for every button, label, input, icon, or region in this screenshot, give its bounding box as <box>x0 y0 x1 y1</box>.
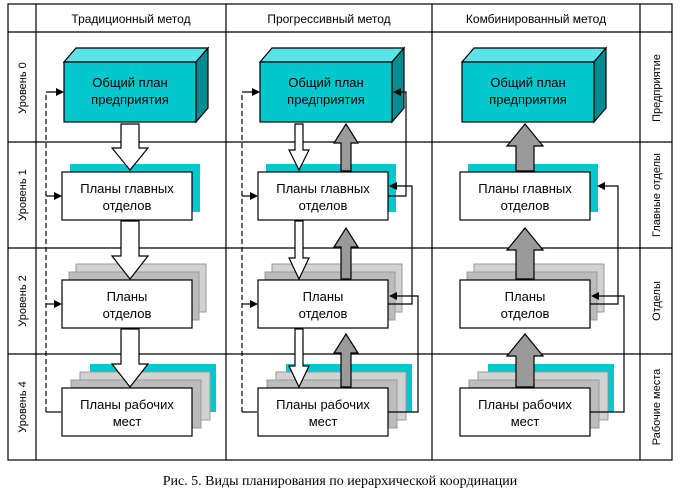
level-label-4: Уровень 4 <box>17 381 29 433</box>
header-combined: Комбинированный метод <box>466 12 606 26</box>
box-text: Планы <box>505 289 546 304</box>
main-dept-box-traditional: Планы главных отделов <box>61 164 200 221</box>
enterprise-box-combined: Общий план предприятия <box>460 46 608 124</box>
workplace-box-traditional: Планы рабочих мест <box>61 364 216 437</box>
box-text: отделов <box>299 306 348 321</box>
level-label-0: Уровень 0 <box>17 62 29 114</box>
box-text: отделов <box>299 198 348 213</box>
box-text: мест <box>113 414 142 429</box>
dept-box-progressive: Планы отделов <box>257 263 403 329</box>
box-text: Планы главных <box>80 181 174 196</box>
header-traditional: Традиционный метод <box>71 12 190 26</box>
dept-box-traditional: Планы отделов <box>61 263 207 329</box>
right-label-enterprise: Предприятие <box>651 54 663 122</box>
box-text: Общий план <box>92 75 167 90</box>
column-combined: Общий план предприятия Планы главных отд… <box>459 46 625 437</box>
box-text: предприятия <box>287 92 365 107</box>
workplace-box-combined: Планы рабочих мест <box>459 364 614 437</box>
down-arrows-progressive <box>288 123 310 389</box>
box-text: отделов <box>501 198 550 213</box>
grid-table <box>7 3 673 461</box>
box-text: Планы главных <box>478 181 572 196</box>
box-text: Планы рабочих <box>478 397 572 412</box>
level-label-1: Уровень 1 <box>17 169 29 221</box>
column-progressive: Общий план предприятия Планы главных отд… <box>241 46 419 437</box>
enterprise-box-traditional: Общий план предприятия <box>62 46 210 124</box>
box-text: предприятия <box>489 92 567 107</box>
figure-caption: Рис. 5. Виды планирования по иерархическ… <box>162 474 518 489</box>
right-label-main-departments: Главные отделы <box>651 153 663 237</box>
box-text: Общий план <box>490 75 565 90</box>
box-text: Планы рабочих <box>276 397 370 412</box>
dept-box-combined: Планы отделов <box>459 263 605 329</box>
level-label-2: Уровень 2 <box>17 275 29 327</box>
box-text: мест <box>309 414 338 429</box>
enterprise-box-progressive: Общий план предприятия <box>258 46 406 124</box>
workplace-box-progressive: Планы рабочих мест <box>257 364 412 437</box>
box-text: Общий план <box>288 75 363 90</box>
right-feedback-progressive <box>388 88 419 413</box>
right-label-workplaces: Рабочие места <box>651 368 663 445</box>
right-feedback-combined <box>590 182 625 413</box>
box-text: предприятия <box>91 92 169 107</box>
main-dept-box-progressive: Планы главных отделов <box>257 164 396 221</box>
header-progressive: Прогрессивный метод <box>267 12 390 26</box>
box-text: Планы главных <box>276 181 370 196</box>
up-arrows-combined <box>505 123 545 388</box>
up-arrows-progressive <box>332 122 360 388</box>
down-arrows-traditional <box>110 123 150 388</box>
dashed-feedback-traditional <box>45 88 64 413</box>
box-text: отделов <box>103 306 152 321</box>
dashed-feedback-progressive <box>241 88 260 413</box>
box-text: Планы <box>107 289 148 304</box>
box-text: мест <box>511 414 540 429</box>
right-label-departments: Отделы <box>651 281 663 321</box>
box-text: отделов <box>501 306 550 321</box>
column-traditional: Общий план предприятия Планы главных отд… <box>45 46 216 437</box>
main-dept-box-combined: Планы главных отделов <box>459 164 598 221</box>
box-text: Планы рабочих <box>80 397 174 412</box>
box-text: Планы <box>303 289 344 304</box>
box-text: отделов <box>103 198 152 213</box>
